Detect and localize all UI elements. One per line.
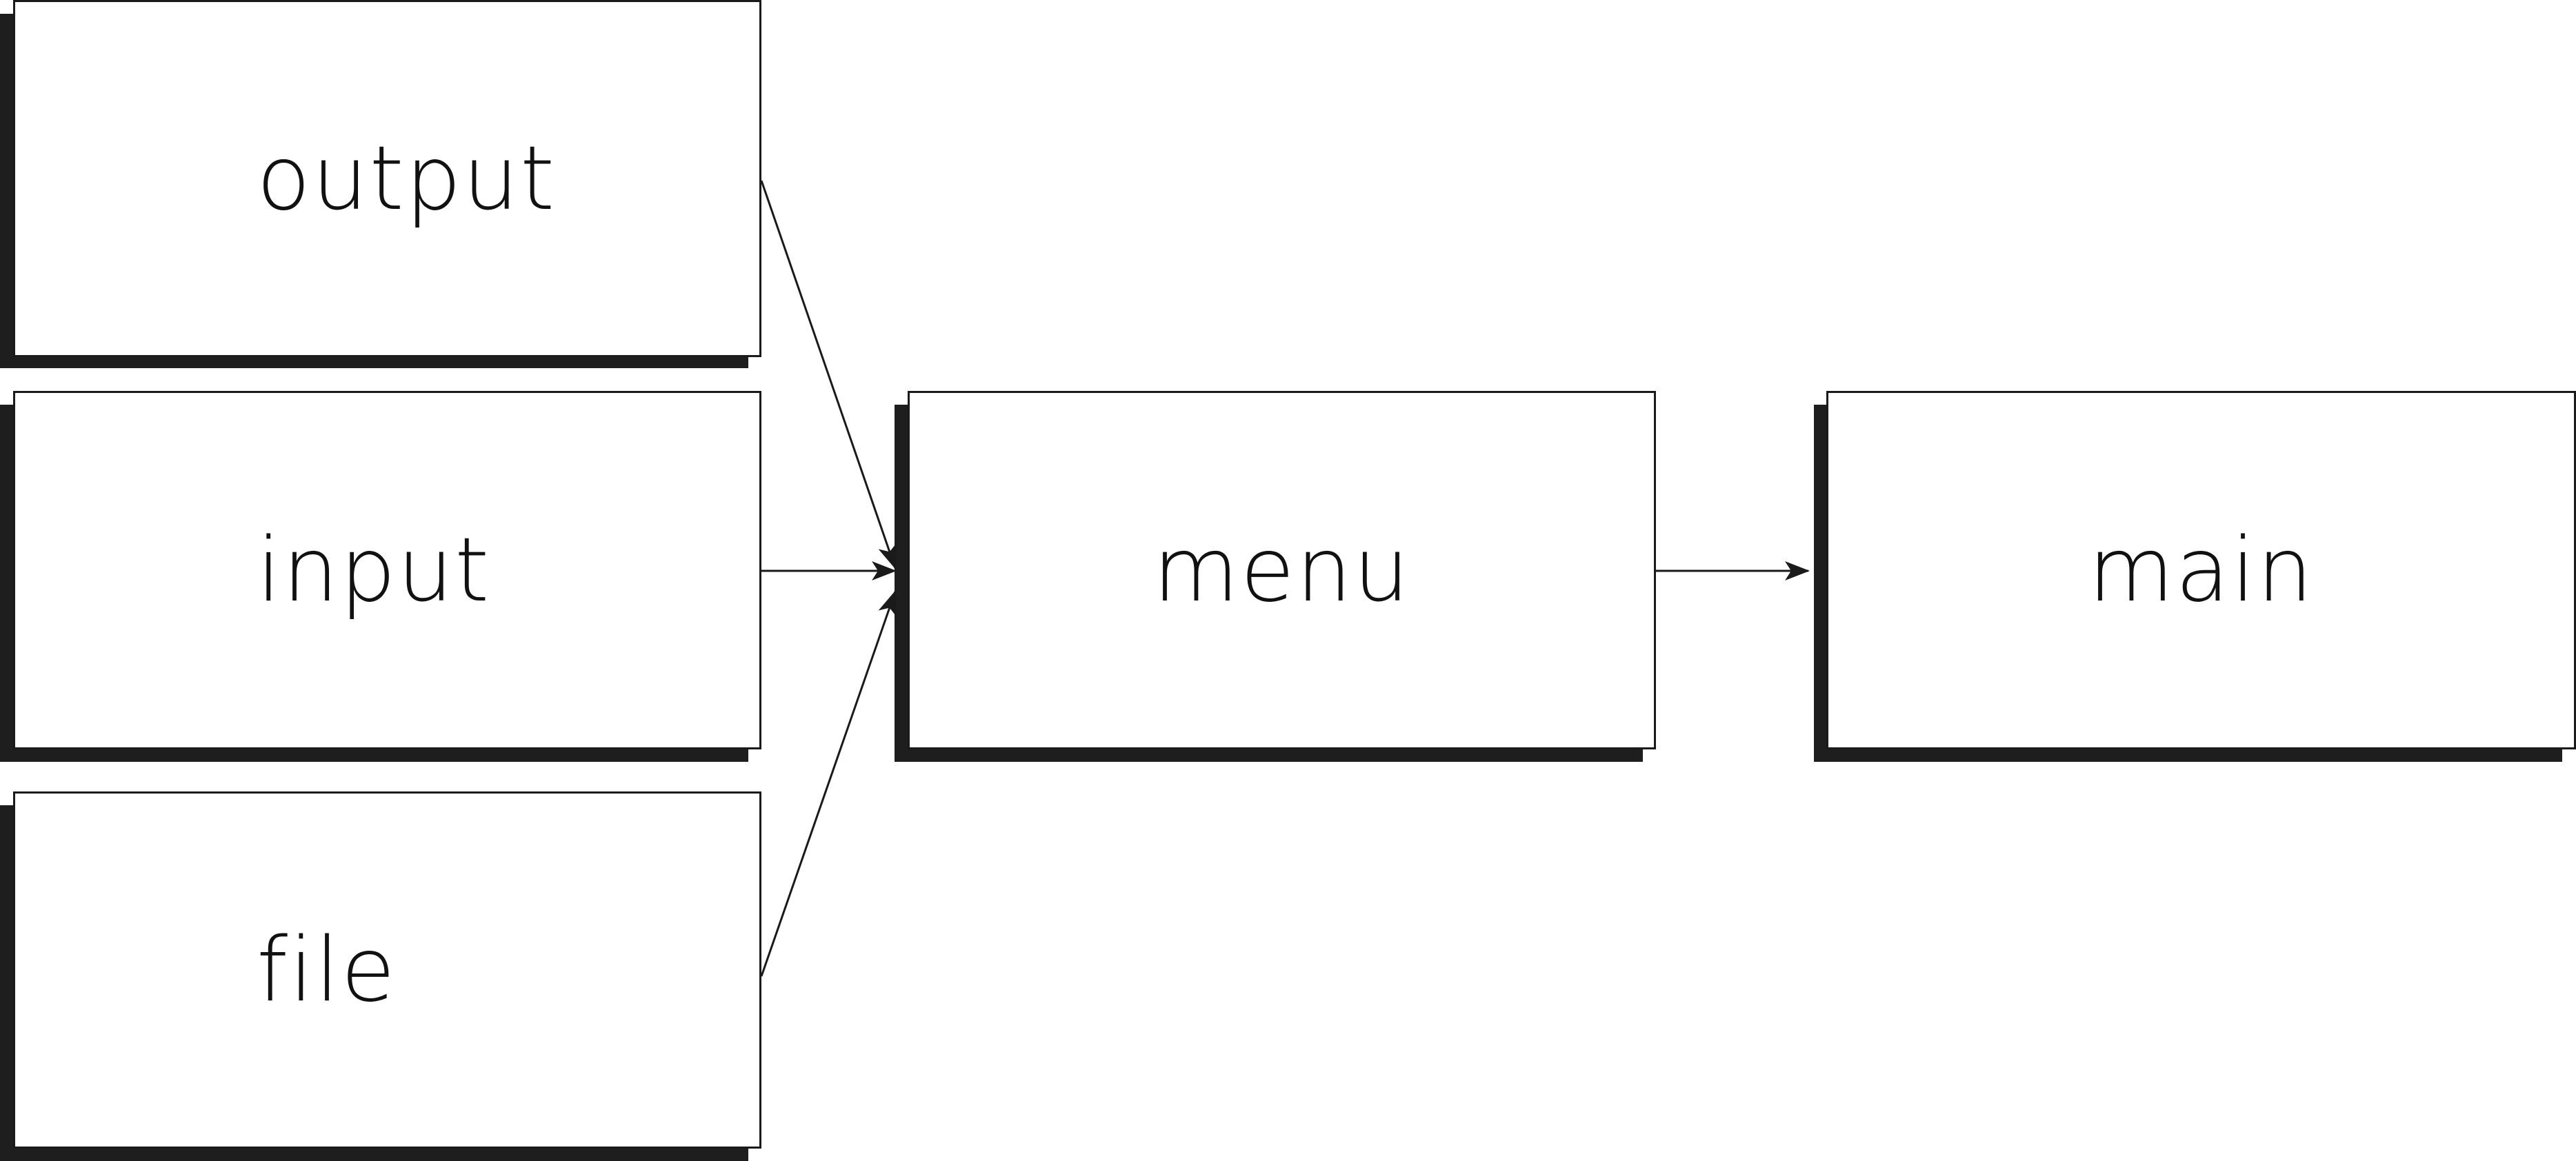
input-node: input xyxy=(13,391,761,749)
edge-file-to-menu xyxy=(760,590,897,977)
menu-node: menu xyxy=(908,391,1656,749)
file-node: file xyxy=(13,791,761,1149)
output-node: output xyxy=(13,0,761,357)
output-node-label: output xyxy=(257,127,557,230)
menu-node-label: menu xyxy=(1152,518,1411,622)
input-node-label: input xyxy=(257,518,491,622)
main-node: main xyxy=(1826,391,2576,749)
main-node-label: main xyxy=(2088,518,2315,622)
file-node-label: file xyxy=(257,918,397,1022)
edge-output-to-menu xyxy=(760,180,897,569)
